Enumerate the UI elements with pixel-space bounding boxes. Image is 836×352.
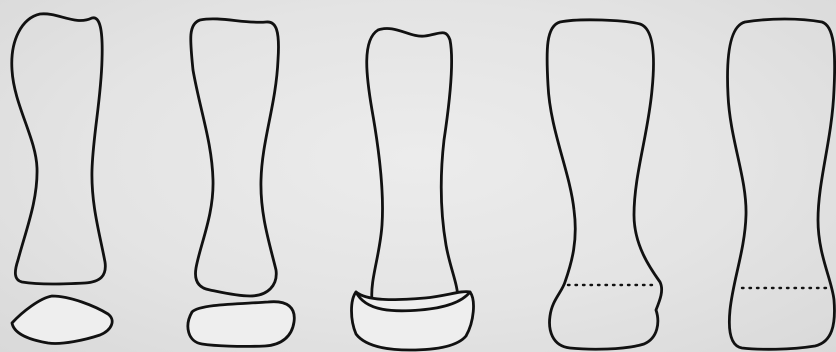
stage-2-epiphysis (188, 302, 294, 347)
stage-3-epiphysis (352, 292, 474, 350)
stage-3-shaft (367, 28, 458, 300)
stage-5 (728, 19, 835, 349)
stage-1-epiphysis (12, 296, 112, 343)
stage-4 (547, 20, 662, 349)
stage-1-shaft (12, 14, 106, 284)
stage-3 (352, 28, 474, 350)
stage-2-shaft (191, 19, 279, 296)
stage-2 (188, 19, 294, 347)
stage-1 (12, 14, 112, 344)
stage-4-shaft-and-epiphysis (547, 20, 662, 349)
stage-5-shaft-and-epiphysis (728, 19, 835, 349)
